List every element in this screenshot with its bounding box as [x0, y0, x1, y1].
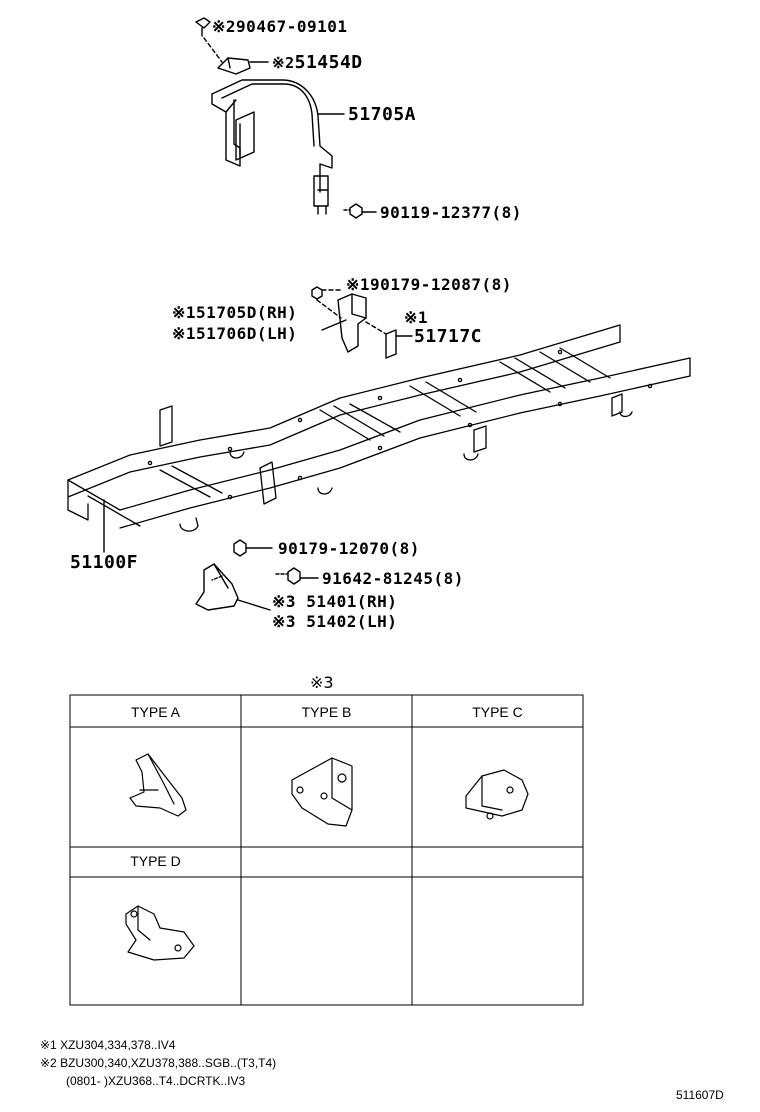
part-number: 51706D(LH) [196, 324, 298, 343]
part-90179-12087-label: ※190179-12087(8) [346, 275, 512, 294]
note-mark-1: ※1 [172, 324, 197, 343]
type-a-header: TYPE A [130, 704, 181, 720]
nut-90179-12070-drawing [233, 539, 273, 557]
note-mark-3: ※3 [272, 592, 297, 611]
part-number: 51401(RH) [306, 592, 398, 611]
leader-dash-1 [203, 37, 223, 63]
part-number: 51402(LH) [306, 612, 398, 631]
part-90179-12070-label: 90179-12070(8) [278, 539, 420, 558]
note-mark-1: ※1 [172, 303, 197, 322]
type-c-header: TYPE C [472, 704, 523, 720]
bolt-91642-drawing [275, 567, 319, 585]
nut-90179-12087-drawing [311, 286, 342, 319]
type-d-header: TYPE D [130, 853, 181, 869]
figure-id: 511607D [676, 1088, 724, 1102]
part-51402-label: ※3 51402(LH) [272, 612, 397, 631]
note-3: (0801- )XZU368..T4..DCRTK..IV3 [66, 1074, 246, 1088]
plate-51717c-drawing [365, 321, 413, 359]
type-c-drawing [465, 769, 529, 820]
part-51705d-label: ※151705D(RH) [172, 303, 297, 322]
note-1: ※1 XZU304,334,378..IV4 [40, 1038, 176, 1052]
type-table-caption: ※3 [310, 673, 334, 692]
part-51454d-label: ※251454D [272, 52, 363, 73]
part-91642-81245-label: 91642-81245(8) [322, 569, 464, 588]
part-51100f-label: 51100F [70, 552, 139, 573]
bracket-51454d-drawing [217, 57, 269, 75]
part-51705a-label: 51705A [348, 104, 417, 125]
clip-90467-drawing [195, 17, 211, 37]
type-a-drawing [129, 753, 187, 817]
part-51717c-label: 51717C [414, 326, 483, 347]
part-90467-09101-label: ※290467-09101 [212, 17, 348, 36]
bracket-51401-drawing [195, 563, 271, 611]
frame-51100f-drawing [67, 324, 691, 532]
type-b-header: TYPE B [301, 704, 352, 720]
type-table-grid [69, 694, 584, 1006]
bolt-90119-drawing [343, 203, 377, 219]
type-d-drawing [125, 905, 195, 961]
part-51401-label: ※3 51401(RH) [272, 592, 397, 611]
part-number: 90467-09101 [236, 17, 348, 36]
part-90119-12377-label: 90119-12377(8) [380, 203, 522, 222]
note-mark-2: ※2 [272, 54, 295, 72]
bracket-51705d-drawing [321, 293, 367, 353]
type-b-drawing [291, 757, 353, 827]
note-mark-1-51717c: ※1 [404, 308, 429, 327]
part-51706d-label: ※151706D(LH) [172, 324, 297, 343]
part-number: 51705D(RH) [196, 303, 298, 322]
hanger-51705a-drawing [211, 79, 345, 215]
note-mark-3: ※3 [272, 612, 297, 631]
part-number: 90179-12087(8) [370, 275, 512, 294]
note-2: ※2 BZU300,340,XZU378,388..SGB..(T3,T4) [40, 1056, 277, 1070]
note-mark-1: ※1 [346, 275, 371, 294]
note-mark-2: ※2 [212, 17, 237, 36]
part-number: 51454D [294, 52, 363, 73]
